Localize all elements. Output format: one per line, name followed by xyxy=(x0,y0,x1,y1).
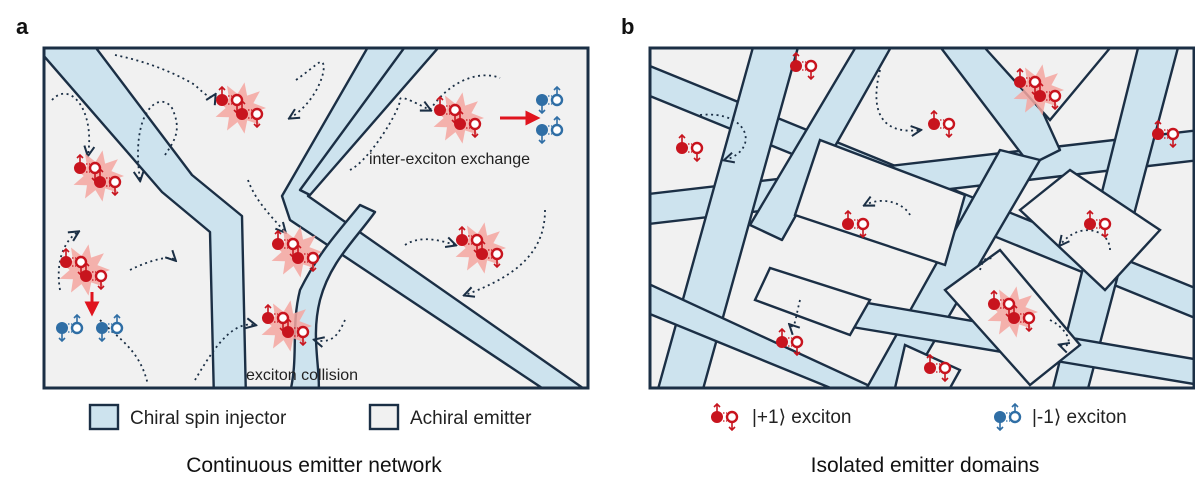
legend-plus-exciton-label: |+1⟩ exciton xyxy=(752,407,852,428)
panel-b xyxy=(648,46,1195,390)
emitter-domain xyxy=(753,266,872,337)
plus-exciton-icon xyxy=(1084,209,1112,239)
collision-burst-icon xyxy=(455,222,506,274)
minus-exciton-icon xyxy=(536,85,564,115)
plus-exciton-icon xyxy=(476,239,504,269)
legend-minus-exciton-icon xyxy=(994,402,1022,432)
injector-channel xyxy=(939,48,1062,167)
plus-exciton-icon xyxy=(292,243,320,273)
panel-letter-a: a xyxy=(16,14,29,39)
injector-channel xyxy=(650,283,877,388)
legend-injector-label: Chiral spin injector xyxy=(130,408,287,429)
plus-exciton-icon xyxy=(776,327,804,357)
plus-exciton-icon xyxy=(434,95,462,125)
panel-a-frame xyxy=(42,46,590,390)
collision-burst-icon xyxy=(271,226,322,278)
minus-exciton-icon xyxy=(96,313,124,343)
injector-channel xyxy=(44,48,247,388)
plus-exciton-icon xyxy=(924,353,952,383)
plus-exciton-icon xyxy=(80,261,108,291)
collision-burst-icon xyxy=(1013,64,1064,116)
collision-burst-icon xyxy=(433,92,484,144)
plus-exciton-icon xyxy=(1008,303,1036,333)
panel-letter-b: b xyxy=(621,14,634,39)
diffusion-paths-a xyxy=(51,54,546,386)
inter-exciton-exchange-label: inter-exciton exchange xyxy=(369,151,530,168)
minus-exciton-icon xyxy=(56,313,84,343)
plus-exciton-icon xyxy=(454,109,482,139)
injector-channel xyxy=(657,48,800,388)
plus-exciton-icon xyxy=(236,99,264,129)
collision-burst-icon xyxy=(215,82,266,134)
plus-exciton-icon xyxy=(1034,81,1062,111)
emitter-domain xyxy=(793,138,967,267)
collision-burst-icon xyxy=(261,300,312,352)
plus-exciton-icon xyxy=(842,209,870,239)
panel-a: inter-exciton exchange exciton collision xyxy=(42,46,590,390)
plus-exciton-icon xyxy=(282,317,310,347)
legend-emitter-label: Achiral emitter xyxy=(410,408,532,429)
plus-exciton-icon xyxy=(676,133,704,163)
exciton-collision-label: exciton collision xyxy=(246,367,358,384)
panel-b-frame xyxy=(648,46,1195,390)
collision-burst-icon xyxy=(987,286,1038,338)
plus-exciton-icon xyxy=(928,109,956,139)
plus-exciton-icon xyxy=(94,167,122,197)
collision-burst-icon xyxy=(59,244,110,296)
plus-exciton-icon xyxy=(711,402,739,432)
collision-burst-icon xyxy=(73,150,124,202)
minus-exciton-icon xyxy=(994,402,1022,432)
excitons-b xyxy=(676,51,1180,383)
legend-plus-exciton-icon xyxy=(711,402,739,432)
legend-emitter-swatch xyxy=(368,403,400,431)
plus-exciton-icon xyxy=(790,51,818,81)
minus-exciton-icon xyxy=(536,115,564,145)
injector-channel xyxy=(298,48,440,197)
legend: Chiral spin injector Achiral emitter |+1… xyxy=(88,402,1127,432)
caption-b: Isolated emitter domains xyxy=(811,454,1040,477)
legend-minus-exciton-label: |-1⟩ exciton xyxy=(1032,407,1127,428)
caption-a: Continuous emitter network xyxy=(186,454,442,477)
legend-injector-swatch xyxy=(88,403,120,431)
plus-exciton-icon xyxy=(1152,119,1180,149)
diffusion-paths-b xyxy=(699,69,1111,346)
excitons-a xyxy=(56,82,564,352)
